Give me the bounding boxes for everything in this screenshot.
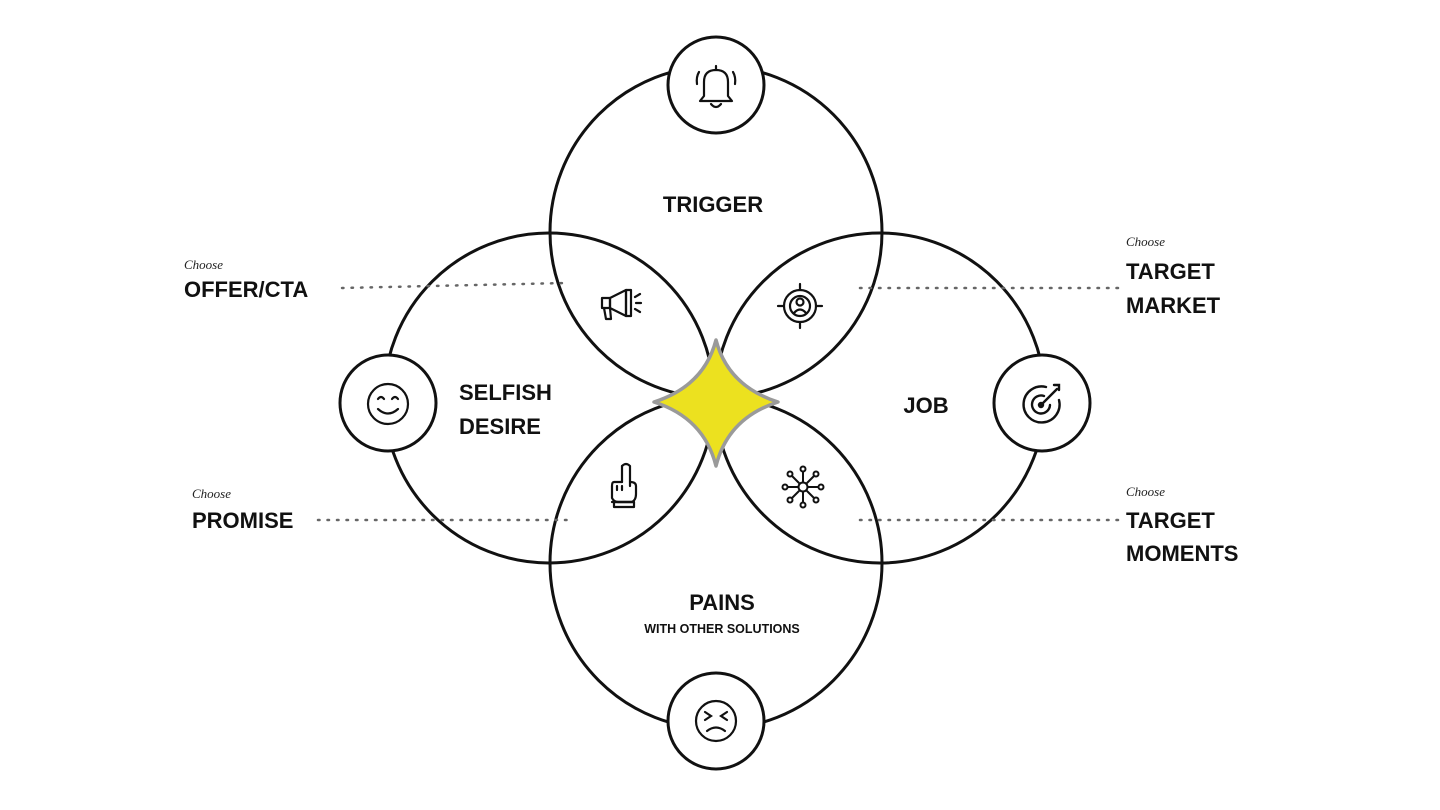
label-selfish-desire-line1: SELFISH [459,380,552,405]
label-job: JOB [903,393,948,418]
target-moments-line2: MOMENTS [1126,541,1238,566]
target-moments-choose: Choose [1126,484,1165,499]
label-trigger: TRIGGER [663,192,763,217]
badge-bottom [666,671,766,771]
connector-offer-cta [340,281,568,290]
pointing-hand-icon [610,462,638,509]
label-pains: PAINS [689,590,755,615]
target-arrow-icon [1022,383,1061,424]
target-person-icon [776,282,824,330]
label-selfish-desire-line2: DESIRE [459,414,541,439]
target-market-line2: MARKET [1126,293,1221,318]
frustrated-face-icon [694,699,738,743]
target-market-choose: Choose [1126,234,1165,249]
badge-top [666,35,766,135]
target-market-line1: TARGET [1126,259,1215,284]
smile-icon [366,382,410,426]
network-icon [781,465,825,509]
promise-choose: Choose [192,486,231,501]
offer-cta-choose: Choose [184,257,223,272]
badge-right [992,353,1092,453]
megaphone-icon [600,288,643,321]
bell-icon [695,64,737,109]
badge-left [338,353,438,453]
promise-label: PROMISE [192,508,293,533]
label-pains-subtitle: WITH OTHER SOLUTIONS [644,622,800,636]
sparkle-star-icon [652,338,780,468]
offer-cta-label: OFFER/CTA [184,277,308,302]
target-moments-line1: TARGET [1126,508,1215,533]
